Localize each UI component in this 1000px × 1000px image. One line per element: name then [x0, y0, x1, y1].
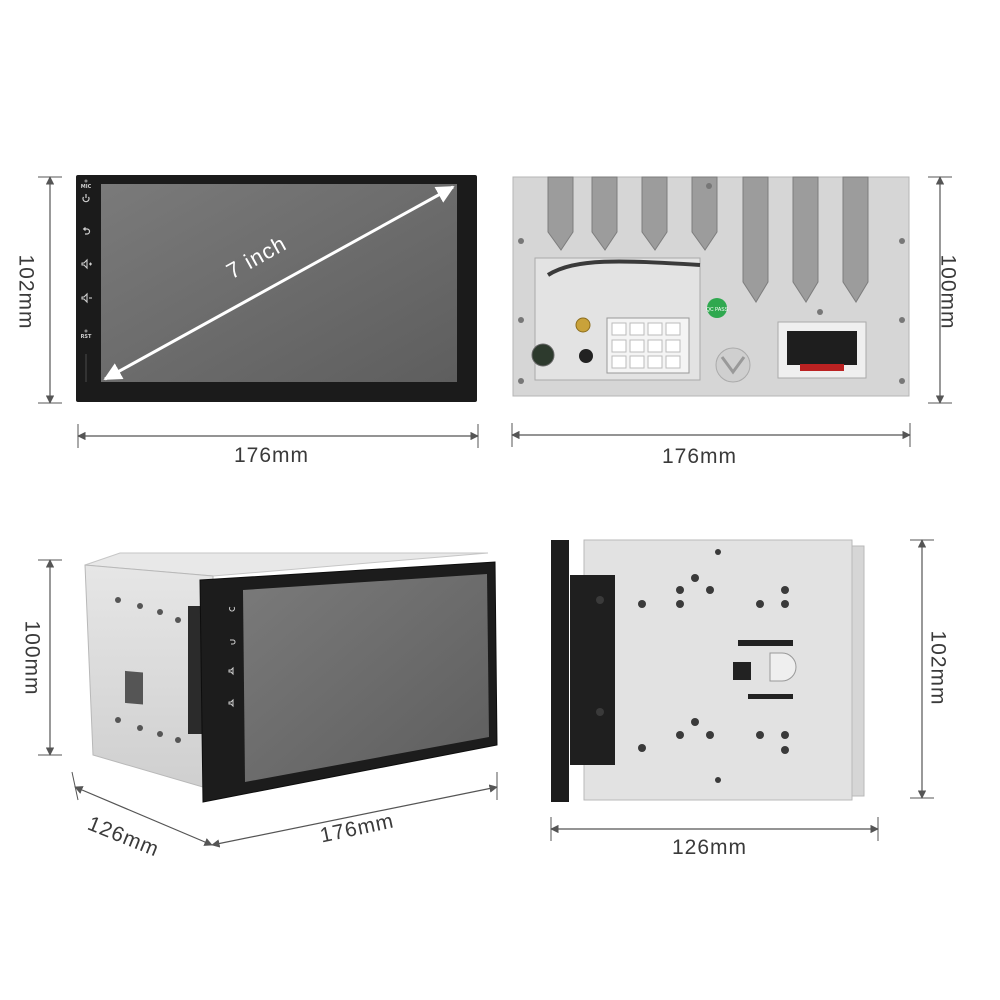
perspective-volume-down-icon[interactable]: [228, 698, 234, 708]
iso-connector: [787, 331, 857, 365]
power-icon[interactable]: [82, 194, 90, 203]
perspective-height-label: 100mm: [20, 620, 44, 696]
volume-up-icon[interactable]: [81, 258, 92, 270]
mic-label: MIC: [80, 184, 92, 190]
gps-antenna-jack: [575, 317, 591, 333]
iso-connector-latch: [800, 364, 844, 371]
rst-label: RST: [80, 334, 92, 340]
perspective-screen: [243, 574, 489, 782]
rear-view: QC PASS: [511, 176, 952, 447]
rst-hole: [84, 329, 88, 333]
side-chassis-rear-lip: [851, 545, 865, 797]
aux-jack: [579, 349, 593, 363]
side-slot-tab: [733, 662, 751, 680]
volume-down-icon[interactable]: [81, 292, 92, 304]
side-chassis: [583, 539, 853, 801]
sd-slot: [85, 354, 87, 382]
front-width-label: 176mm: [234, 444, 310, 467]
qc-sticker: [707, 298, 727, 318]
perspective-volume-up-icon[interactable]: [228, 666, 234, 676]
cable: [546, 259, 701, 277]
side-tab-cutout: [769, 652, 797, 682]
radio-antenna-jack: [531, 343, 555, 367]
perspective-view: [38, 552, 498, 848]
side-holes: [596, 549, 789, 783]
side-slot-top: [738, 640, 793, 646]
chassis-side-holes: [115, 597, 181, 743]
rear-width-label: 176mm: [662, 445, 738, 468]
front-view: [38, 175, 479, 448]
qc-sticker-text: QC PASS: [706, 307, 729, 313]
rear-height-label: 100mm: [936, 254, 960, 330]
side-bracket-plate: [570, 575, 615, 765]
mount-emblem: [715, 347, 751, 383]
side-depth-label: 126mm: [672, 836, 748, 859]
diagonal-arrow: [103, 185, 455, 381]
perspective-power-icon[interactable]: [229, 606, 235, 612]
perspective-back-icon[interactable]: [230, 639, 236, 645]
perspective-width-dimension: [211, 784, 498, 848]
mic-hole: [84, 179, 88, 183]
side-bracket: [188, 606, 204, 734]
side-front-bezel: [551, 540, 569, 802]
side-slot-bottom: [748, 694, 793, 699]
side-view: [550, 539, 934, 841]
heatsink-fins: [547, 176, 869, 303]
front-height-label: 102mm: [14, 254, 38, 330]
back-icon[interactable]: [82, 227, 91, 235]
perspective-depth-dimension: [74, 786, 213, 846]
side-height-label: 102mm: [926, 630, 950, 706]
